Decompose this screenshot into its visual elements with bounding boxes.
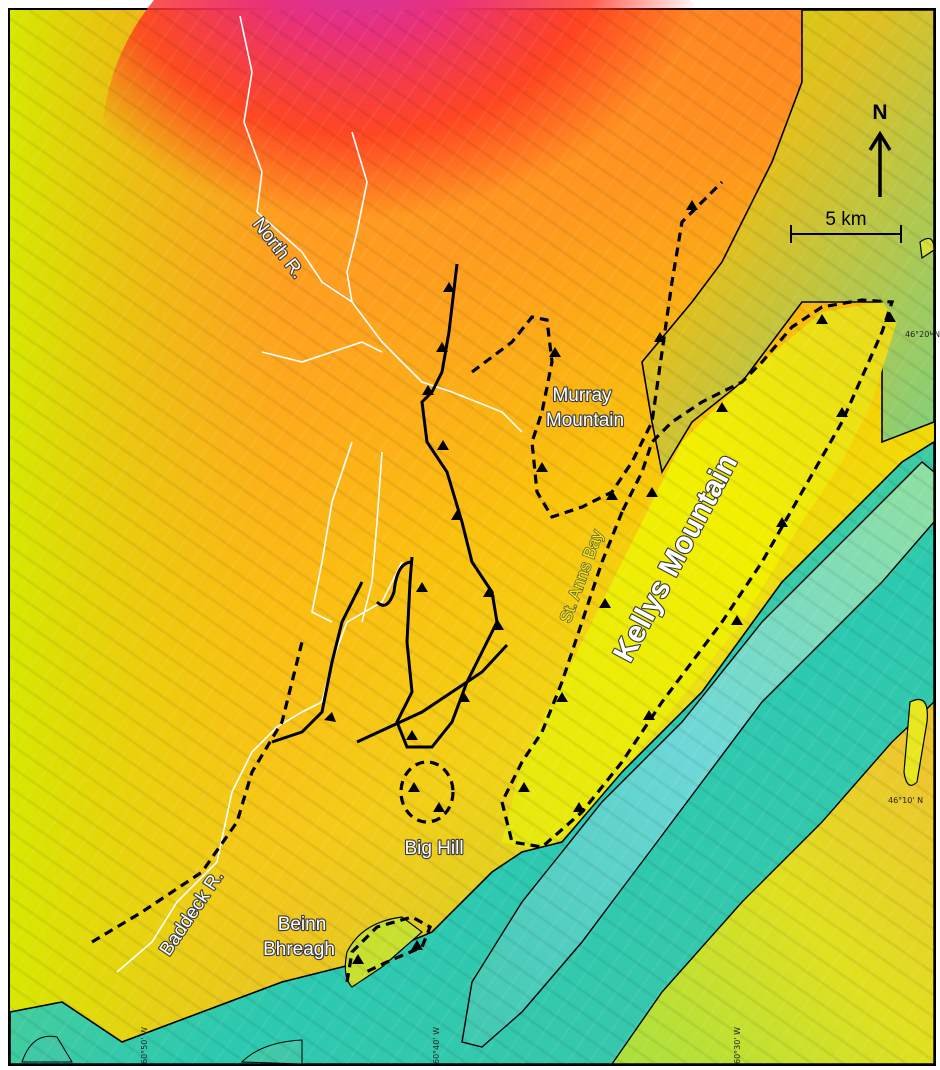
- beinn-bhreagh-dashed-fault: [345, 915, 433, 983]
- north-river-branch: [261, 341, 383, 363]
- fault-hook: [375, 560, 413, 607]
- big-hill-dashed-outline: [399, 760, 455, 824]
- tooth: [324, 712, 336, 722]
- beinn-bhreagh-label-2: Bhreagh: [263, 939, 335, 960]
- tooth: [518, 782, 530, 792]
- tooth: [492, 620, 504, 630]
- baddeck-dashed-fault: [91, 641, 304, 944]
- rivers: [116, 15, 523, 973]
- scale-bar: 5 km: [790, 209, 902, 243]
- murray-dashed-fault: [471, 180, 724, 519]
- tooth: [483, 587, 495, 597]
- tooth: [643, 710, 655, 720]
- latitude-label-46-20: 46°20' N: [905, 330, 940, 339]
- tooth: [436, 342, 448, 352]
- tooth: [443, 282, 455, 292]
- longitude-label-60-30: 60°30' W: [733, 1027, 742, 1064]
- longitude-label-60-50: 60°50' W: [140, 1027, 149, 1064]
- tooth: [606, 490, 618, 500]
- baddeck-river: [116, 561, 403, 973]
- tooth: [573, 802, 585, 812]
- tooth: [646, 487, 658, 497]
- tooth: [416, 582, 428, 592]
- tooth: [406, 730, 418, 740]
- tooth: [686, 200, 698, 210]
- tooth: [654, 332, 666, 342]
- tooth: [408, 782, 420, 792]
- big-hill-label: Big Hill: [404, 838, 463, 859]
- cross-fault: [356, 643, 509, 744]
- baddeck-tributary-1: [311, 441, 353, 623]
- tooth: [411, 940, 423, 950]
- tooth: [884, 312, 896, 322]
- topographic-map[interactable]: North R. Murray Mountain St. Anns Bay Ke…: [9, 0, 940, 1065]
- tooth: [352, 954, 364, 964]
- north-river: [239, 15, 523, 433]
- tooth: [451, 510, 463, 520]
- tooth: [549, 347, 561, 357]
- latitude-label-46-10: 46°10' N: [888, 796, 923, 805]
- tooth: [556, 692, 568, 702]
- murray-mountain-label-1: Murray: [552, 385, 612, 406]
- longitude-label-60-40: 60°40' W: [432, 1027, 441, 1064]
- beinn-bhreagh-label-1: Beinn: [278, 914, 327, 935]
- tooth: [816, 314, 828, 324]
- tooth: [536, 462, 548, 472]
- tooth: [422, 385, 434, 395]
- thrust-teeth: [324, 200, 896, 964]
- tooth: [433, 802, 445, 812]
- north-arrow-head-icon: [868, 130, 892, 151]
- north-arrow: N: [868, 101, 892, 197]
- tooth: [716, 402, 728, 412]
- map-frame: North R. Murray Mountain St. Anns Bay Ke…: [8, 0, 940, 1066]
- tooth: [776, 517, 788, 527]
- thrust-fault-west: [271, 581, 364, 744]
- north-river-tributary: [346, 131, 368, 303]
- tooth: [437, 440, 449, 450]
- north-arrow-label: N: [872, 101, 887, 124]
- scale-bar-label: 5 km: [825, 209, 866, 230]
- relief-texture: [10, 10, 934, 1064]
- tooth: [458, 692, 470, 702]
- tooth: [731, 615, 743, 625]
- baddeck-tributary-2: [361, 451, 383, 623]
- tooth: [599, 598, 611, 608]
- murray-mountain-label-2: Mountain: [546, 410, 624, 431]
- tooth: [836, 407, 848, 417]
